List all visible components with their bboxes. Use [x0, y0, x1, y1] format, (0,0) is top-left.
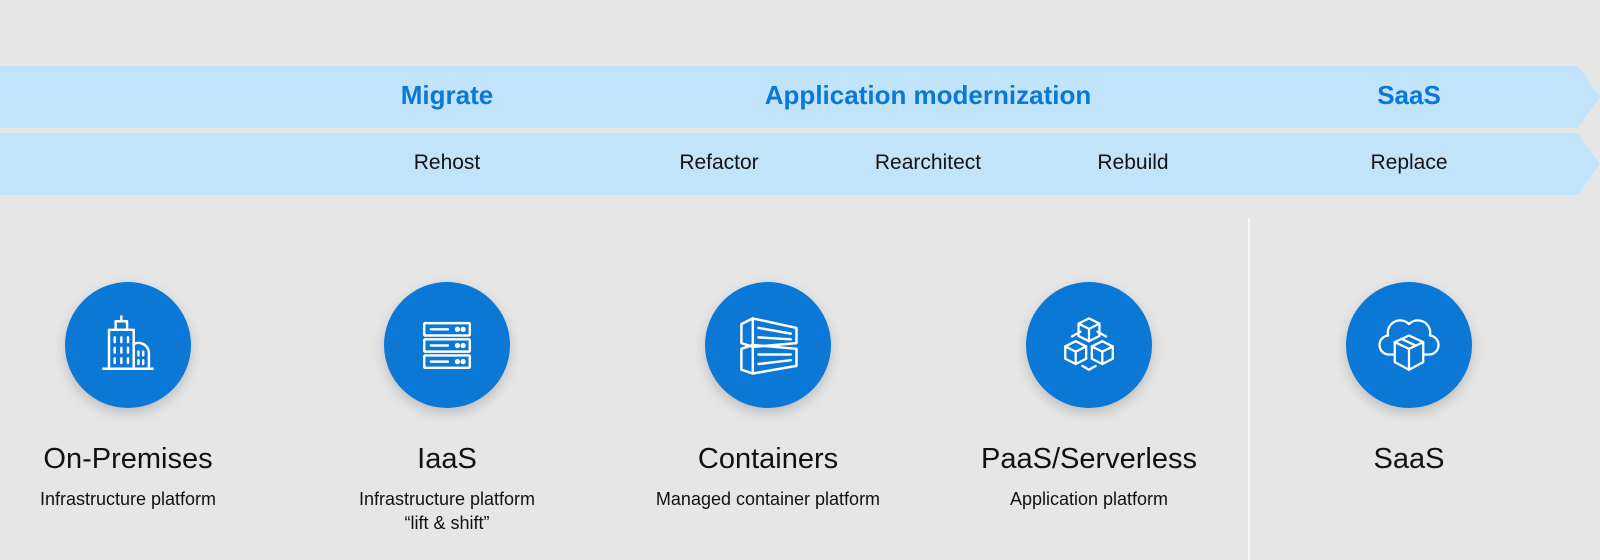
platform-iaas: IaaS Infrastructure platform “lift & shi…	[307, 282, 587, 535]
strategy-label-rearchitect: Rearchitect	[874, 151, 982, 174]
platform-description-line-1: Infrastructure platform	[358, 489, 536, 509]
strategy-label-replace: Replace	[1370, 151, 1448, 174]
platform-description: Managed container platform	[655, 489, 881, 509]
phase-label-application-modernization: Application modernization	[764, 80, 1092, 110]
saas-divider	[1248, 218, 1250, 560]
cloud-box-icon	[1346, 282, 1472, 408]
building-icon	[65, 282, 191, 408]
platform-paas-serverless: PaaS/Serverless Application platform	[949, 282, 1229, 511]
phase-label-migrate: Migrate	[400, 80, 494, 110]
server-rack-icon	[384, 282, 510, 408]
platform-description-line-2: “lift & shift”	[404, 513, 490, 533]
platform-containers: Containers Managed container platform	[628, 282, 908, 511]
container-icon	[705, 282, 831, 408]
platform-saas: SaaS	[1269, 282, 1549, 476]
strategy-label-refactor: Refactor	[679, 151, 759, 174]
phase-label-saas: SaaS	[1377, 80, 1441, 110]
platform-title: IaaS	[417, 443, 477, 475]
strategy-label-rehost: Rehost	[413, 151, 481, 174]
platform-on-premises: On-Premises Infrastructure platform	[0, 282, 268, 511]
platform-title: Containers	[697, 443, 839, 475]
platform-title: PaaS/Serverless	[981, 443, 1197, 475]
platform-description: Application platform	[1009, 489, 1169, 509]
cubes-icon	[1026, 282, 1152, 408]
platform-title: On-Premises	[43, 443, 213, 475]
platform-description: Infrastructure platform “lift & shift”	[307, 487, 587, 535]
phase-band	[0, 66, 1600, 128]
strategy-band	[0, 133, 1600, 195]
platform-description: Infrastructure platform	[39, 489, 217, 509]
strategy-label-rebuild: Rebuild	[1097, 151, 1169, 174]
platform-title: SaaS	[1373, 443, 1445, 475]
